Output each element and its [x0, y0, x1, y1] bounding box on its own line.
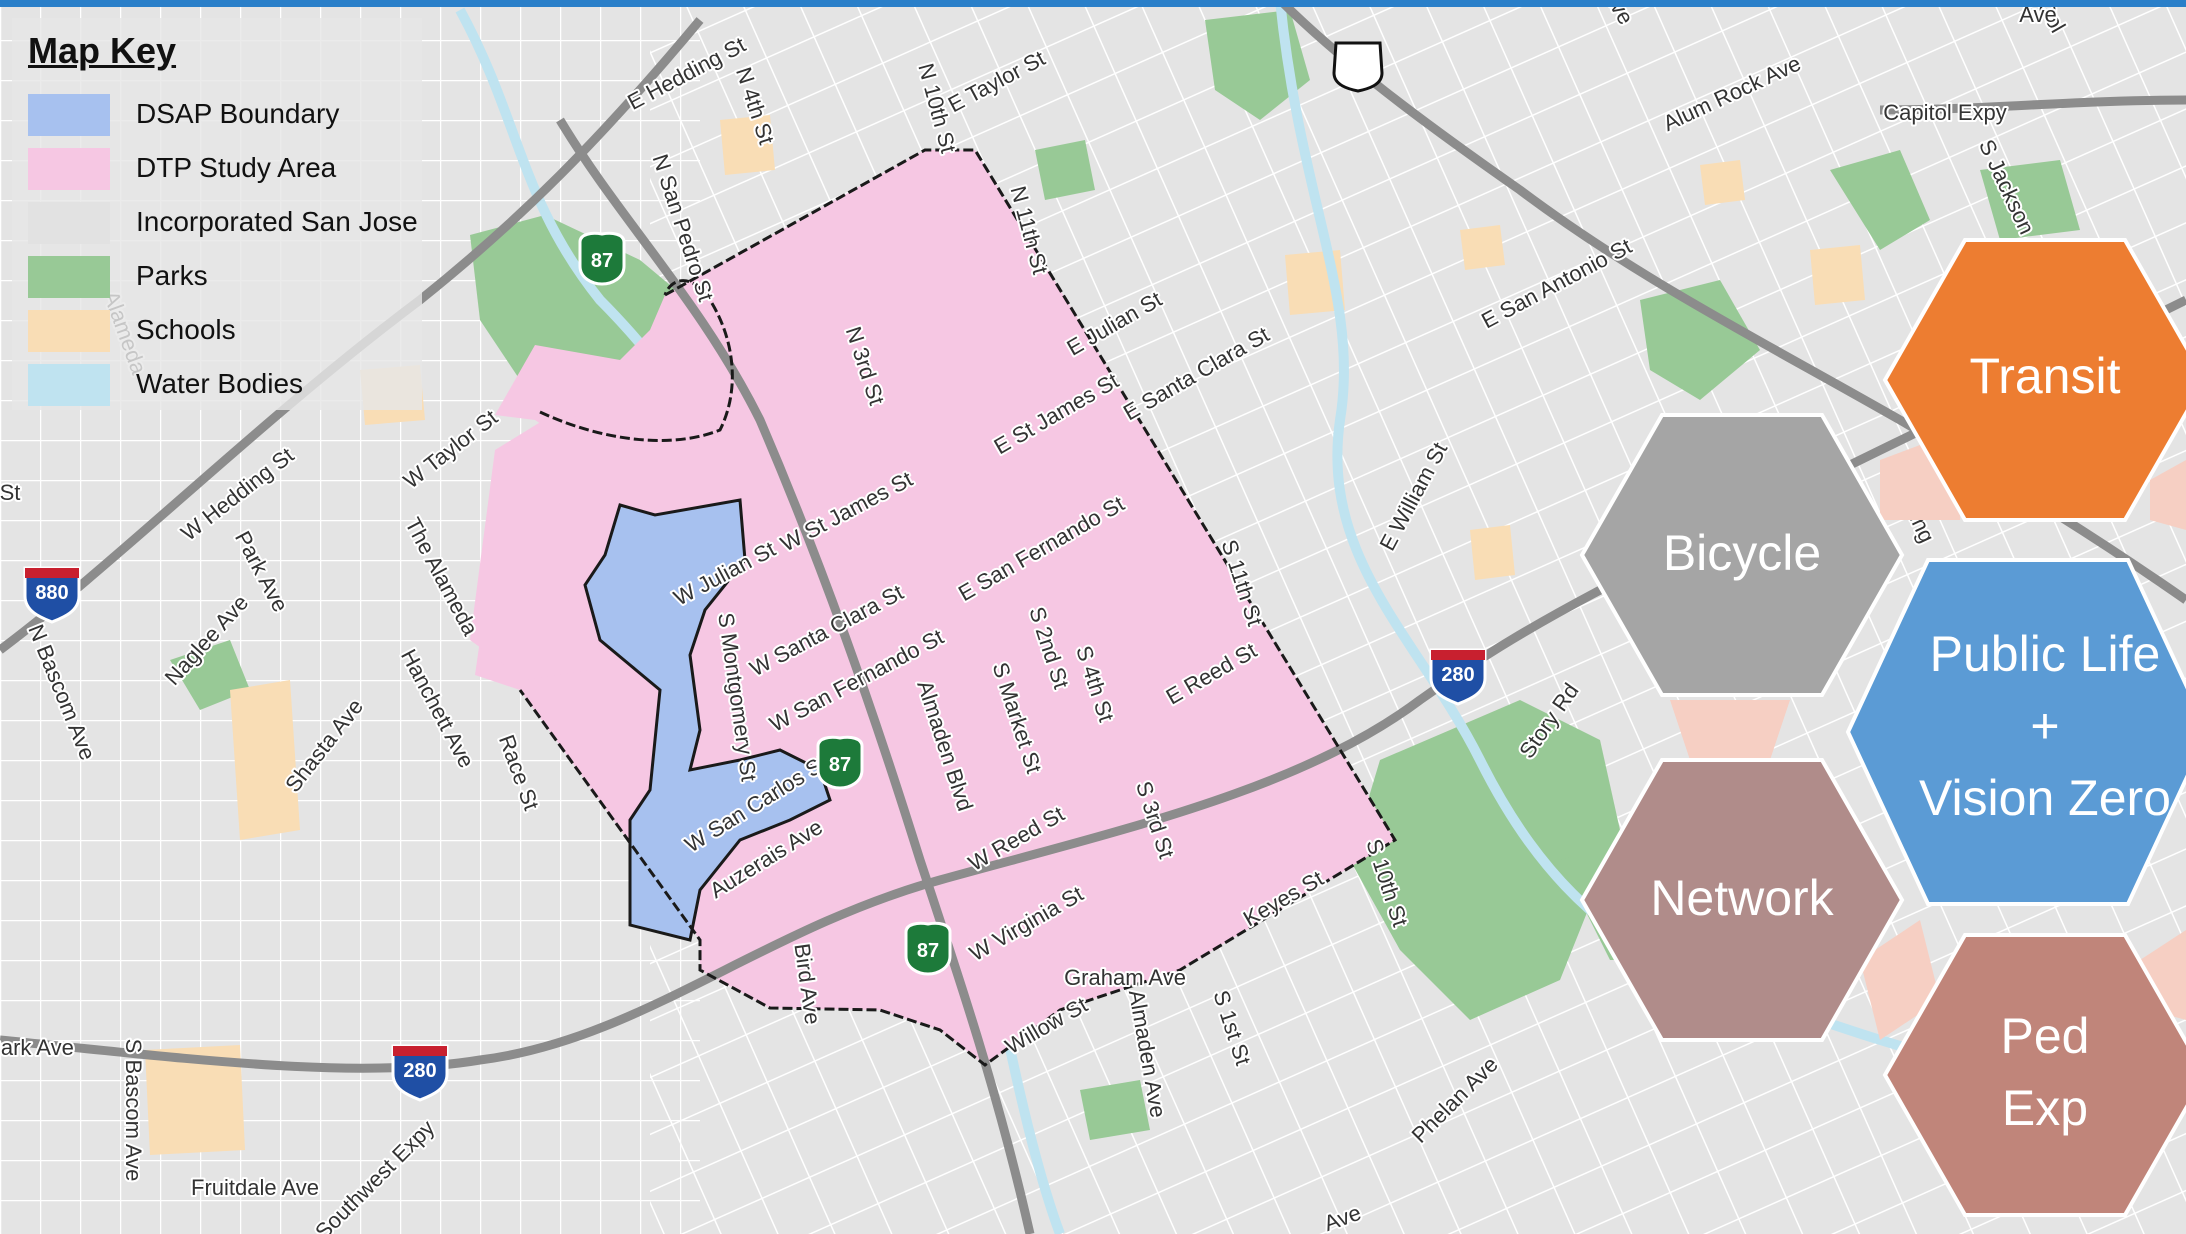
state-shield: 87	[904, 921, 952, 976]
state-shield-number: 87	[829, 754, 851, 776]
street-label: Graham Ave	[1064, 965, 1186, 990]
state-shield: 87	[578, 231, 626, 286]
interstate-shield: 280	[391, 1044, 449, 1102]
top-accent-bar	[0, 0, 2186, 7]
hex-bicycle[interactable]	[1579, 413, 1905, 697]
interstate-shield-number: 280	[403, 1060, 436, 1082]
hex-transit-label: Transit	[1970, 348, 2121, 404]
legend-item-dtp: DTP Study Area	[28, 148, 428, 192]
park-east-1	[1640, 280, 1760, 400]
hex-transit[interactable]	[1882, 238, 2186, 522]
legend-label-schools: Schools	[136, 314, 236, 345]
park-far-east	[1980, 160, 2080, 240]
topic-hexagon-panel: Transit Bicycle Public Life + Vision Zer…	[1579, 238, 2186, 1217]
highway-87	[556, 117, 1035, 1234]
school-9	[1810, 245, 1865, 305]
legend-label-dtp: DTP Study Area	[136, 152, 337, 183]
hex-public-life-vision-zero[interactable]	[1845, 558, 2186, 906]
hex-connector	[1670, 700, 1790, 760]
legend-swatch-dsap	[28, 94, 110, 136]
map-key-legend: Map Key DSAP Boundary DTP Study Area Inc…	[12, 18, 422, 410]
legend-label-dsap: DSAP Boundary	[136, 98, 340, 129]
legend-item-parks: Parks	[28, 256, 428, 300]
street-label: Capitol Expy	[1883, 100, 2007, 125]
legend-swatch-parks	[28, 256, 110, 298]
dsap-boundary	[583, 498, 832, 942]
street-label: S Bascom Ave	[121, 1039, 146, 1182]
school-5	[230, 680, 300, 840]
legend-label-parks: Parks	[136, 260, 208, 291]
interstate-shield-number: 880	[35, 582, 68, 604]
interstate-shield-number: 280	[1441, 664, 1474, 686]
hex-bicycle-label: Bicycle	[1663, 525, 1821, 581]
interstate-shield: 880	[23, 566, 81, 624]
state-shield-number: 87	[917, 940, 939, 962]
hex-public-life-label-1: Public Life	[1930, 626, 2161, 682]
dtp-outline-west	[539, 279, 734, 442]
street-label: Park Ave	[0, 1035, 74, 1060]
legend-item-water: Water Bodies	[28, 364, 428, 408]
dtp-west-lobe	[470, 410, 690, 680]
legend-swatch-incorporated	[28, 202, 110, 244]
legend-label-water: Water Bodies	[136, 368, 304, 399]
legend-label-incorporated: Incorporated San Jose	[136, 206, 418, 237]
interstate-shield: 280	[1429, 648, 1487, 706]
state-shield: 87	[816, 735, 864, 790]
park-center	[1035, 140, 1095, 200]
state-shield-number: 87	[591, 250, 613, 272]
park-east-2	[1830, 150, 1930, 250]
hex-public-life-label-3: Vision Zero	[1919, 770, 2171, 826]
coyote-creek	[1275, 0, 2186, 1105]
park-west	[170, 640, 250, 710]
school-1	[720, 115, 775, 175]
park-south-east	[1350, 700, 1620, 1020]
capitol-expy	[1879, 95, 2186, 115]
legend-swatch-dtp	[28, 148, 110, 190]
us-shield: 101	[1332, 41, 1384, 93]
us-shield-number: 101	[1341, 57, 1374, 79]
street-label: St	[0, 480, 20, 505]
school-3	[1460, 225, 1505, 270]
hex-ped-exp-label-2: Exp	[2002, 1080, 2088, 1136]
legend-title: Map Key	[28, 30, 177, 71]
legend-item-schools: Schools	[28, 310, 428, 354]
hex-public-life-label-2: +	[2030, 698, 2059, 754]
park-south	[1080, 1080, 1150, 1140]
hex-network-label: Network	[1650, 870, 1834, 926]
legend-item-incorporated: Incorporated San Jose	[28, 202, 428, 246]
hex-network[interactable]	[1579, 758, 1905, 1042]
street-label: Fruitdale Ave	[191, 1175, 319, 1200]
legend-swatch-schools	[28, 310, 110, 352]
legend-item-dsap: DSAP Boundary	[28, 94, 428, 138]
hex-connector	[2150, 460, 2186, 530]
hex-ped-exp[interactable]	[1882, 933, 2186, 1217]
legend-swatch-water	[28, 364, 110, 406]
hex-ped-exp-label-1: Ped	[2001, 1008, 2090, 1064]
dtp-outline	[518, 148, 1398, 1067]
school-6	[145, 1045, 245, 1155]
school-10	[1700, 160, 1745, 205]
highway-shields: 880 280 280 101 87 87 87	[23, 41, 1487, 1102]
school-8	[1470, 525, 1515, 580]
